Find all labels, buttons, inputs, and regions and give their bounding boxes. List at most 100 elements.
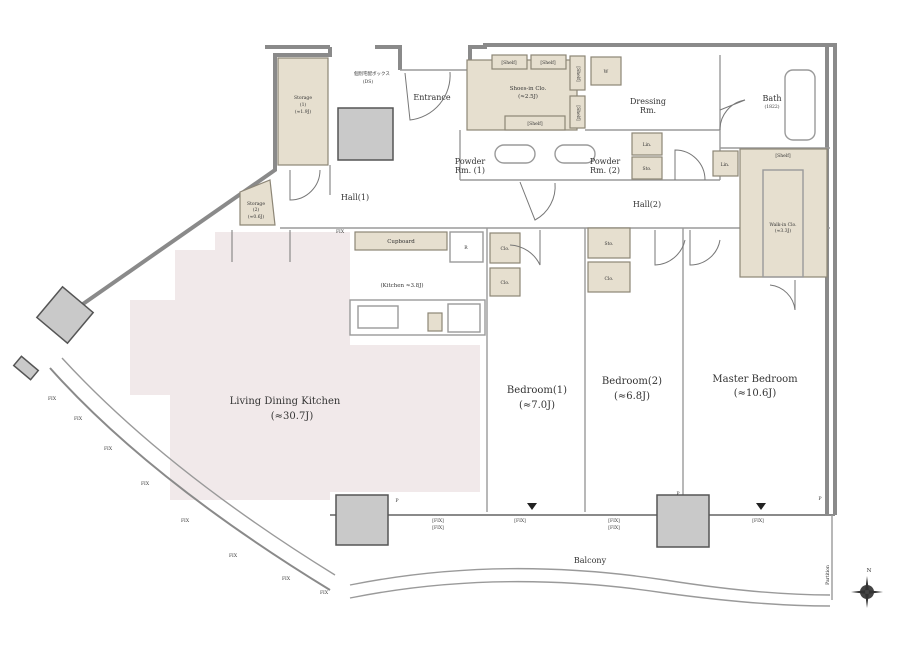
- dishwasher: [427, 312, 443, 332]
- fix-label: FIX: [104, 446, 113, 452]
- fix-label: [FIX]: [432, 518, 444, 524]
- fridge-space: [449, 231, 484, 263]
- linen-label: Lin.: [721, 162, 730, 168]
- shoes-in-area: (≈2.5J): [518, 93, 538, 100]
- partition-label: Partition: [825, 565, 831, 585]
- bath-label: Bath: [762, 94, 781, 103]
- walkin-area: (≈3.3J): [775, 227, 791, 234]
- linen-closet: [631, 132, 663, 156]
- storage-closet: [631, 156, 663, 180]
- fix-label: [FIX]: [608, 518, 620, 524]
- shelf: [569, 55, 586, 91]
- cupboard-label: Cupboard: [387, 239, 415, 245]
- fix-label: FIX: [320, 590, 329, 596]
- linen-label: Lin.: [643, 142, 652, 148]
- storage1-area: (≈1.9J): [295, 108, 311, 115]
- fridge-label: R: [464, 245, 468, 251]
- shelf-label: [Shelf]: [575, 105, 581, 121]
- closet: [587, 261, 631, 293]
- washer-space: [590, 56, 622, 86]
- storage1-num: (1): [300, 101, 307, 108]
- hall1-label: Hall(1): [341, 193, 369, 202]
- column: [335, 494, 389, 546]
- fix-label: FIX: [229, 553, 238, 559]
- fix-label: [FIX]: [432, 525, 444, 531]
- ldk-area: (≈30.7J): [271, 411, 314, 422]
- compass-icon: N: [851, 568, 883, 608]
- bathtub-icon: [784, 69, 816, 141]
- fix-label: FIX: [48, 396, 57, 402]
- storage-2: [239, 179, 276, 226]
- triangle-marker-icon: [527, 503, 537, 510]
- walk-in-closet: [739, 148, 828, 278]
- column: [35, 285, 95, 345]
- storage-label: Sto.: [605, 241, 615, 247]
- sink-icon: [357, 305, 399, 329]
- storage2-num: (2): [253, 206, 260, 213]
- walkin-label: Walk-in Clo.: [769, 222, 797, 228]
- pipe-label: P: [818, 496, 821, 502]
- storage1-label: Storage: [294, 95, 312, 101]
- storage-closet: [587, 227, 631, 259]
- kitchen-counter: [349, 299, 486, 336]
- closet: [489, 232, 521, 264]
- closet-label: Clo.: [501, 280, 511, 286]
- storage2-label: Storage: [247, 201, 265, 207]
- powder1-label: Powder: [455, 157, 486, 166]
- triangle-marker-icon: [756, 503, 766, 510]
- fix-label: FIX: [336, 229, 345, 235]
- hall2-label: Hall(2): [633, 200, 661, 209]
- fix-label: FIX: [282, 576, 291, 582]
- fix-label: FIX: [74, 416, 83, 422]
- shelf-label: [Shelf]: [540, 60, 556, 66]
- dressing-label-2: Rm.: [640, 106, 656, 115]
- bedroom1-area: (≈7.0J): [519, 400, 555, 411]
- north-label: N: [867, 568, 872, 574]
- walk-in-island: [762, 169, 804, 278]
- shelf: [569, 95, 586, 129]
- doors: [231, 71, 796, 311]
- balcony-label: Balcony: [574, 556, 607, 565]
- bedroom1-label: Bedroom(1): [507, 385, 567, 396]
- shelf: [530, 54, 567, 70]
- fix-label: FIX: [141, 481, 150, 487]
- pipe-label: P: [676, 491, 679, 497]
- entrance-label: Entrance: [413, 93, 450, 102]
- column: [656, 494, 710, 548]
- storage2-area: (≈0.6J): [248, 213, 264, 220]
- ldk-label: Living Dining Kitchen: [230, 396, 341, 407]
- delivery-box-label: 個別宅配ボックス: [354, 70, 390, 77]
- shoes-in-label: Shoes-in Clo.: [510, 86, 547, 92]
- fix-label: [FIX]: [608, 525, 620, 531]
- cupboard: [354, 231, 448, 251]
- fix-label: FIX: [181, 518, 190, 524]
- bedroom2-label: Bedroom(2): [602, 376, 662, 387]
- pipe-label: P: [395, 498, 398, 504]
- dressing-label: Dressing: [630, 97, 666, 106]
- master-bedroom-area: (≈10.6J): [734, 388, 777, 399]
- fix-label: [FIX]: [514, 518, 526, 524]
- column: [337, 107, 394, 161]
- powder1-label-2: Rm. (1): [455, 166, 485, 175]
- shelf-label: [Shelf]: [501, 60, 517, 66]
- column: [12, 355, 40, 381]
- closet-label: Clo.: [605, 276, 615, 282]
- ldk-floor: [130, 232, 480, 500]
- shelf-label: [Shelf]: [527, 121, 543, 127]
- bath-size: (1822): [765, 103, 780, 110]
- storage-1: [277, 57, 329, 166]
- shelf: [504, 115, 566, 131]
- toilet-icon: [494, 144, 536, 164]
- linen-closet: [712, 150, 739, 177]
- powder2-label-2: Rm. (2): [590, 166, 620, 175]
- bedroom2-area: (≈6.8J): [614, 391, 650, 402]
- master-bedroom-label: Master Bedroom: [712, 374, 798, 385]
- powder2-label: Powder: [590, 157, 621, 166]
- storage-label: Sto.: [643, 166, 653, 172]
- delivery-box-sub: (DS): [363, 78, 373, 85]
- stove-icon: [447, 303, 481, 333]
- closet-label: Clo.: [501, 246, 511, 252]
- washer-label: W: [604, 69, 609, 75]
- walls: [49, 43, 837, 607]
